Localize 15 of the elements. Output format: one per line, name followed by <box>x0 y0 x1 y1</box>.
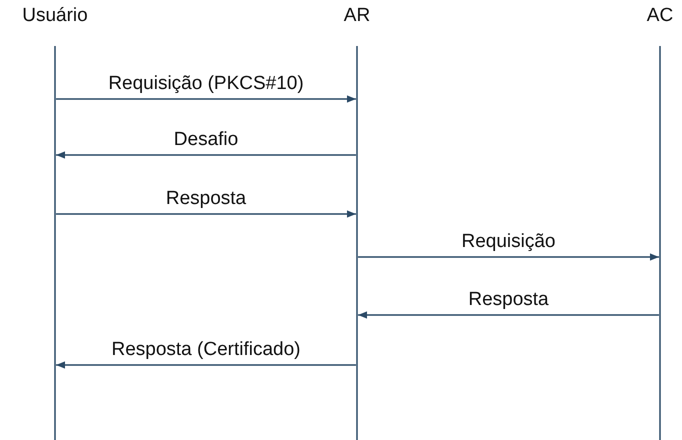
message-arrow <box>56 210 356 218</box>
participant-name: AR <box>342 4 372 28</box>
edge-label: Resposta (Certificado) <box>111 339 301 361</box>
message-arrow <box>56 151 356 159</box>
edge-label: Resposta <box>166 188 246 210</box>
message-arrow <box>56 361 356 369</box>
edge-label: Resposta <box>468 289 549 311</box>
message-arrow <box>358 311 659 319</box>
message-arrow <box>56 95 356 103</box>
edge-label: Requisição (PKCS#10) <box>108 73 304 95</box>
message-arrow <box>358 253 659 261</box>
edge-label: Desafio <box>174 129 238 151</box>
participant-name: Usuário <box>21 4 89 28</box>
edge-label: Requisição <box>462 231 556 253</box>
participant-name: AC <box>646 4 674 28</box>
